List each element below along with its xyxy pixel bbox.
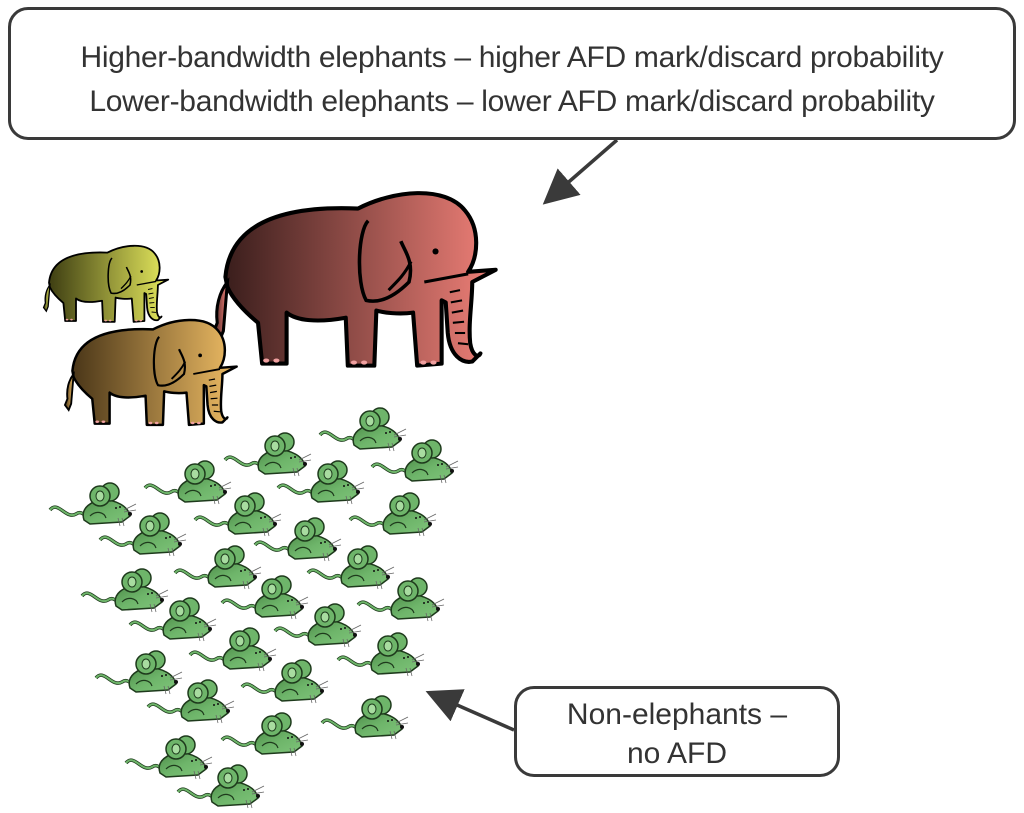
- mouse: [173, 544, 263, 591]
- non-elephant-callout: Non-elephants – no AFD: [514, 686, 840, 777]
- bottom-callout-arrow: [425, 689, 515, 732]
- mouse: [348, 491, 438, 538]
- mouse: [94, 649, 184, 696]
- mouse: [320, 694, 410, 741]
- mouse: [143, 459, 233, 506]
- elephant-callout: Higher-bandwidth elephants – higher AFD …: [8, 7, 1016, 140]
- callout-line-no-afd: no AFD: [626, 737, 728, 770]
- mouse: [80, 567, 170, 614]
- mouse: [48, 481, 138, 528]
- top-callout-arrow: [542, 138, 619, 205]
- callout-line-non-elephants: Non-elephants –: [566, 698, 788, 731]
- mouse: [223, 431, 313, 478]
- mouse: [220, 711, 310, 758]
- callout-line-lower: Lower-bandwidth elephants – lower AFD ma…: [89, 85, 935, 118]
- callout-line-higher: Higher-bandwidth elephants – higher AFD …: [80, 41, 944, 74]
- mouse: [124, 734, 214, 781]
- mouse: [318, 406, 408, 453]
- mice-group: [48, 406, 460, 810]
